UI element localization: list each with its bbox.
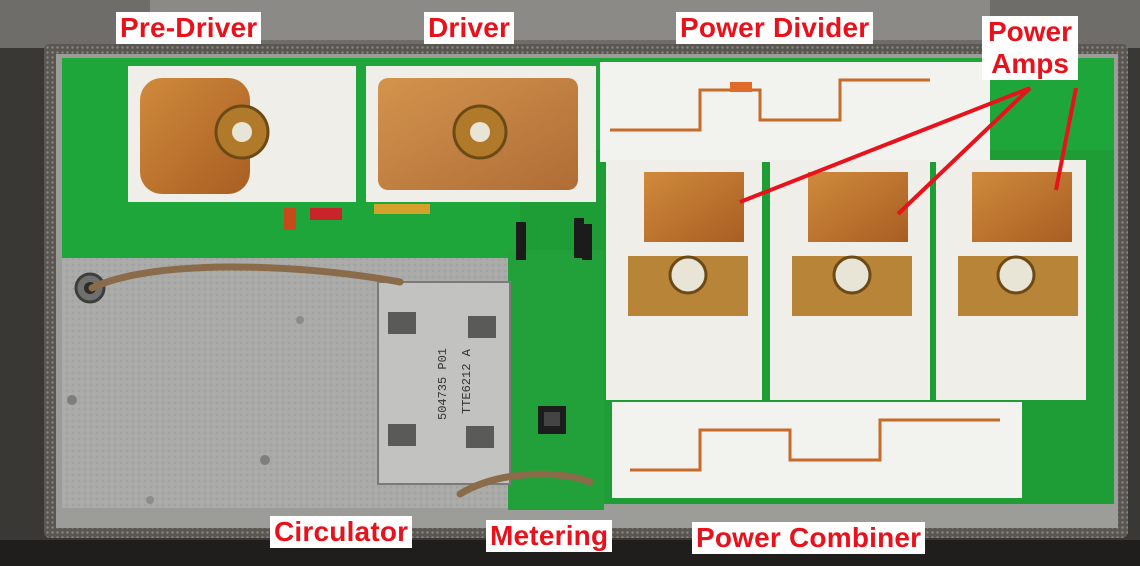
power-combiner-board bbox=[612, 402, 1022, 498]
label-power-amps: Power Amps bbox=[982, 16, 1079, 80]
power-amp-module-3 bbox=[936, 160, 1086, 400]
svg-text:TTE6212 A: TTE6212 A bbox=[460, 348, 474, 414]
coax-cable-lower bbox=[456, 470, 594, 498]
label-power-combiner: Power Combiner bbox=[692, 522, 926, 554]
pcb-metering bbox=[508, 250, 604, 510]
arrow-to-amp-3 bbox=[1054, 87, 1078, 191]
power-amp-module-1 bbox=[606, 160, 762, 400]
label-power-amps-line2: Amps bbox=[991, 48, 1069, 79]
arrow-to-amp-1 bbox=[739, 86, 1031, 204]
power-divider-board bbox=[600, 62, 990, 162]
label-metering: Metering bbox=[486, 520, 613, 552]
arrow-to-amp-2 bbox=[896, 86, 1032, 216]
power-amp-module-2 bbox=[770, 160, 930, 400]
svg-text:504735 P01: 504735 P01 bbox=[436, 348, 450, 420]
label-circulator: Circulator bbox=[270, 516, 413, 548]
coax-cable-upper bbox=[88, 263, 404, 292]
label-driver: Driver bbox=[424, 12, 515, 44]
label-power-amps-line1: Power bbox=[988, 16, 1073, 47]
label-power-divider: Power Divider bbox=[676, 12, 874, 44]
label-pre-driver: Pre-Driver bbox=[116, 12, 262, 44]
